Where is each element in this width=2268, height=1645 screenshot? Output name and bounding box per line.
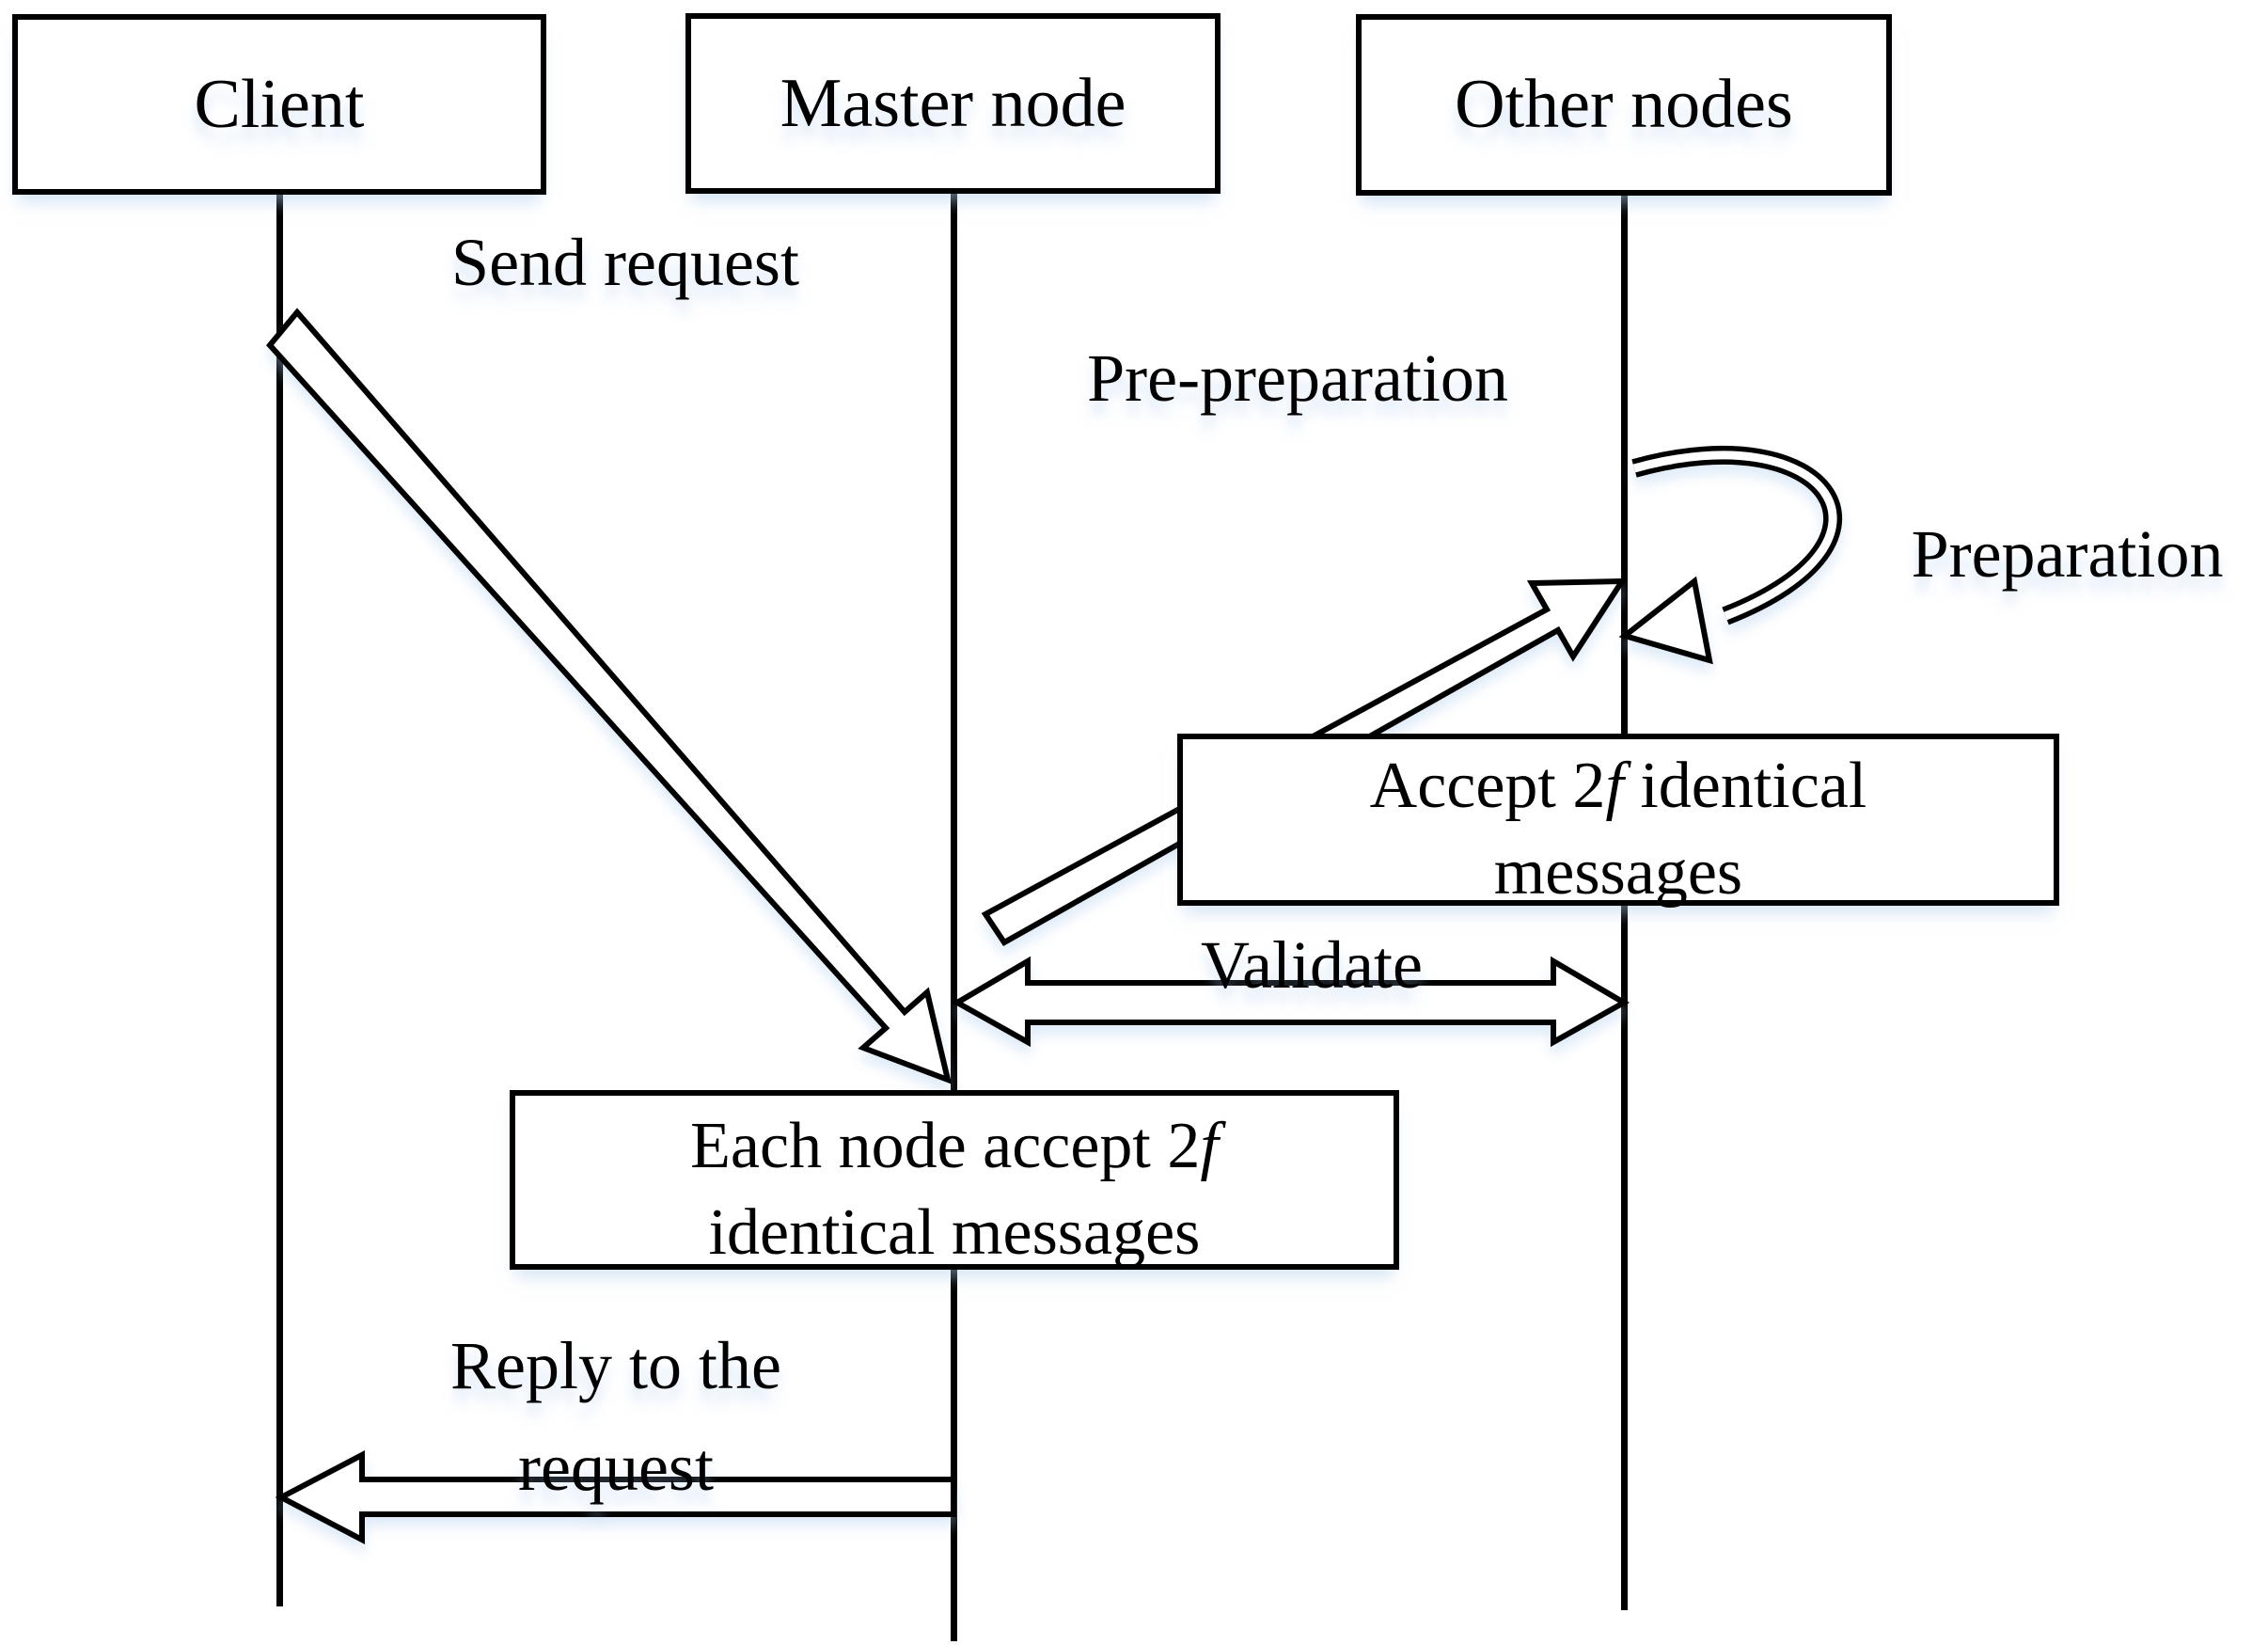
each-node-accept-note: Each node accept 2f identical messages	[510, 1090, 1399, 1270]
reply-label: Reply to the request	[324, 1315, 907, 1518]
master-node-lifeline	[951, 194, 957, 1641]
each-node-note-line2: identical messages	[708, 1196, 1201, 1269]
send-request-label: Send request	[451, 225, 799, 300]
actor-label-other-nodes: Other nodes	[1455, 66, 1793, 143]
pre-preparation-label: Pre-preparation	[1087, 340, 1508, 416]
actor-box-master-node: Master node	[685, 13, 1221, 194]
validate-label: Validate	[1201, 927, 1423, 1003]
actor-label-master-node: Master node	[780, 64, 1126, 142]
actor-label-client: Client	[194, 65, 365, 143]
accept-note-line1: Accept 2f identical	[1369, 750, 1867, 822]
reply-label-line2: request	[518, 1430, 714, 1505]
each-node-note-line1: Each node accept 2f	[690, 1110, 1219, 1182]
validate-arrow	[951, 956, 1630, 1048]
send-request-arrow	[266, 308, 953, 1084]
actor-box-other-nodes: Other nodes	[1356, 14, 1892, 196]
reply-arrow	[275, 1450, 956, 1544]
actor-box-client: Client	[12, 14, 546, 195]
preparation-loop-arrow	[1618, 445, 1843, 665]
client-lifeline	[276, 195, 283, 1606]
reply-label-line1: Reply to the	[450, 1328, 781, 1403]
accept-note-line2: messages	[1493, 836, 1743, 909]
preparation-label: Preparation	[1911, 516, 2224, 592]
accept-messages-note: Accept 2f identical messages	[1177, 734, 2059, 909]
